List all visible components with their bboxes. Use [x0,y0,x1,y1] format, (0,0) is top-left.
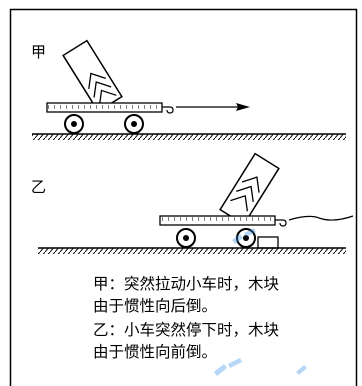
scene-b-wood-block [219,152,280,226]
scene-a-arrow-head [236,103,250,111]
scene-b [38,152,354,254]
scene-a-wheel-left [64,114,84,134]
caption-b-line1: 乙：小车突然停下时，木块 [93,320,359,342]
figure-frame [9,8,358,386]
scene-b-label: 乙 [31,178,47,196]
caption-a-head: 甲： [93,275,125,293]
scene-b-rope [288,215,354,221]
watermark-shape [214,228,307,376]
scene-b-hook [275,219,287,227]
caption-a-line2: 由于惯性向后倒。 [93,297,218,315]
scene-a-wheel-right [124,114,144,134]
scene-b-wheel-left [176,228,196,248]
scene-b-wheel-right [236,228,256,248]
caption-b-head: 乙： [93,321,125,339]
scene-a-wood-block [62,39,123,113]
scene-b-stopper [257,236,279,249]
scene-a-ground-hatch [32,134,346,140]
scene-b-ground-hatch [38,248,346,254]
caption-b-line2: 由于惯性向前倒。 [93,343,218,361]
caption-a-text1: 突然拉动小车时，木块 [124,275,280,293]
caption-a-line1: 甲：突然拉动小车时，木块 [93,274,359,296]
scene-a [32,39,346,140]
scene-a-hook [162,106,174,114]
scene-a-label: 甲 [31,43,47,61]
caption-b-text1: 小车突然停下时，木块 [124,321,280,339]
